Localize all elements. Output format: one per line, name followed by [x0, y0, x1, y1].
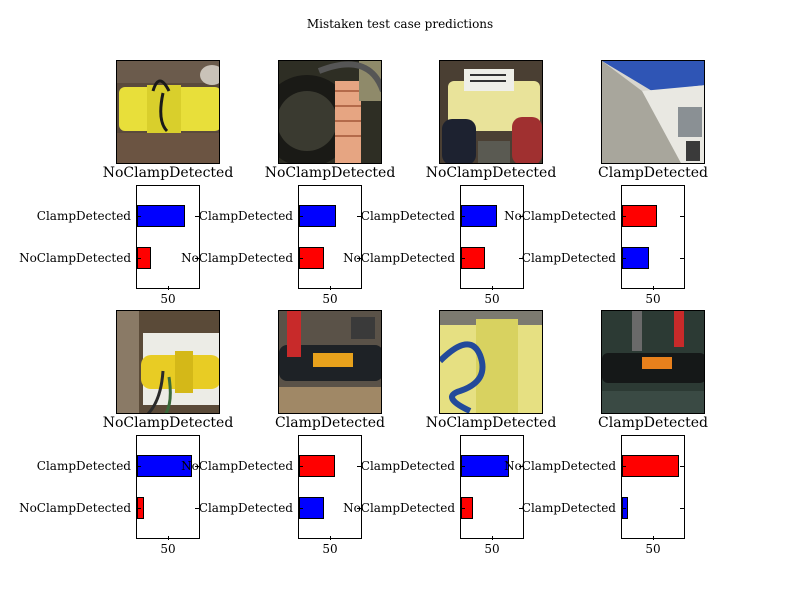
y-tick-mark [195, 466, 199, 467]
y-tick-mark [461, 258, 465, 259]
y-tick-label: NoClampDetected [504, 209, 616, 223]
y-tick-mark [622, 258, 626, 259]
x-tick-mark [492, 286, 493, 290]
x-tick-label: 50 [322, 292, 338, 306]
y-tick-label: NoClampDetected [504, 459, 616, 473]
x-tick-label: 50 [322, 542, 338, 556]
x-tick-label: 50 [484, 292, 500, 306]
x-tick-mark [653, 286, 654, 290]
y-tick-mark [299, 466, 303, 467]
panel-7-prediction: NoClampDetected [425, 415, 557, 431]
x-tick-label: 50 [160, 542, 176, 556]
y-tick-label: ClampDetected [198, 209, 293, 223]
panel-8-prediction: ClampDetected [598, 415, 708, 431]
y-tick-mark [299, 216, 303, 217]
y-tick-mark [137, 508, 141, 509]
photo-building-wall [601, 60, 705, 164]
y-tick-mark [461, 508, 465, 509]
y-tick-mark [357, 258, 361, 259]
y-tick-mark [195, 216, 199, 217]
y-tick-mark [461, 216, 465, 217]
y-tick-mark [357, 466, 361, 467]
y-tick-mark [622, 466, 626, 467]
x-tick-label: 50 [645, 542, 661, 556]
photo-yellow-fitting-in-soil [116, 60, 220, 164]
y-tick-mark [680, 466, 684, 467]
x-tick-mark [330, 536, 331, 540]
figure-title: Mistaken test case predictions [306, 17, 494, 31]
y-tick-mark [519, 216, 523, 217]
photo-yellow-fitting-red-caps [439, 60, 543, 164]
photo-yellow-fitting-on-block [116, 310, 220, 414]
photo-dark-tire-with-tape [278, 60, 382, 164]
x-tick-mark [492, 536, 493, 540]
y-tick-mark [357, 508, 361, 509]
y-tick-mark [461, 466, 465, 467]
photo-yellow-pipe-blue-cable [439, 310, 543, 414]
bar-noclampdetected [622, 455, 680, 477]
y-tick-mark [137, 216, 141, 217]
x-tick-mark [653, 536, 654, 540]
y-tick-label: ClampDetected [360, 459, 455, 473]
y-tick-label: ClampDetected [521, 501, 616, 515]
panel-5-prediction: NoClampDetected [102, 415, 234, 431]
y-tick-mark [519, 466, 523, 467]
y-tick-label: NoClampDetected [181, 459, 293, 473]
y-tick-mark [680, 508, 684, 509]
y-tick-mark [622, 216, 626, 217]
y-tick-label: NoClampDetected [19, 501, 131, 515]
y-tick-mark [299, 258, 303, 259]
y-tick-mark [680, 216, 684, 217]
y-tick-mark [519, 508, 523, 509]
y-tick-mark [622, 508, 626, 509]
y-tick-label: NoClampDetected [19, 251, 131, 265]
x-tick-mark [168, 536, 169, 540]
x-tick-label: 50 [160, 292, 176, 306]
y-tick-mark [137, 258, 141, 259]
y-tick-label: NoClampDetected [343, 251, 455, 265]
y-tick-label: NoClampDetected [181, 251, 293, 265]
panel-4-prediction: ClampDetected [598, 165, 708, 181]
panel-6-prediction: ClampDetected [275, 415, 385, 431]
x-tick-label: 50 [484, 542, 500, 556]
y-tick-mark [195, 508, 199, 509]
y-tick-mark [299, 508, 303, 509]
panel-1-prediction: NoClampDetected [102, 165, 234, 181]
bar-noclampdetected [622, 205, 658, 227]
x-tick-label: 50 [645, 292, 661, 306]
y-tick-label: ClampDetected [198, 501, 293, 515]
y-tick-mark [195, 258, 199, 259]
y-tick-label: ClampDetected [36, 459, 131, 473]
y-tick-mark [137, 466, 141, 467]
y-tick-label: NoClampDetected [343, 501, 455, 515]
y-tick-mark [680, 258, 684, 259]
panel-2-prediction: NoClampDetected [264, 165, 396, 181]
y-tick-label: ClampDetected [36, 209, 131, 223]
panel-3-prediction: NoClampDetected [425, 165, 557, 181]
y-tick-mark [519, 258, 523, 259]
x-tick-mark [168, 286, 169, 290]
photo-black-pipe-water [278, 310, 382, 414]
y-tick-label: ClampDetected [360, 209, 455, 223]
y-tick-mark [357, 216, 361, 217]
x-tick-mark [330, 286, 331, 290]
photo-black-pipe-red-caps [601, 310, 705, 414]
y-tick-label: ClampDetected [521, 251, 616, 265]
